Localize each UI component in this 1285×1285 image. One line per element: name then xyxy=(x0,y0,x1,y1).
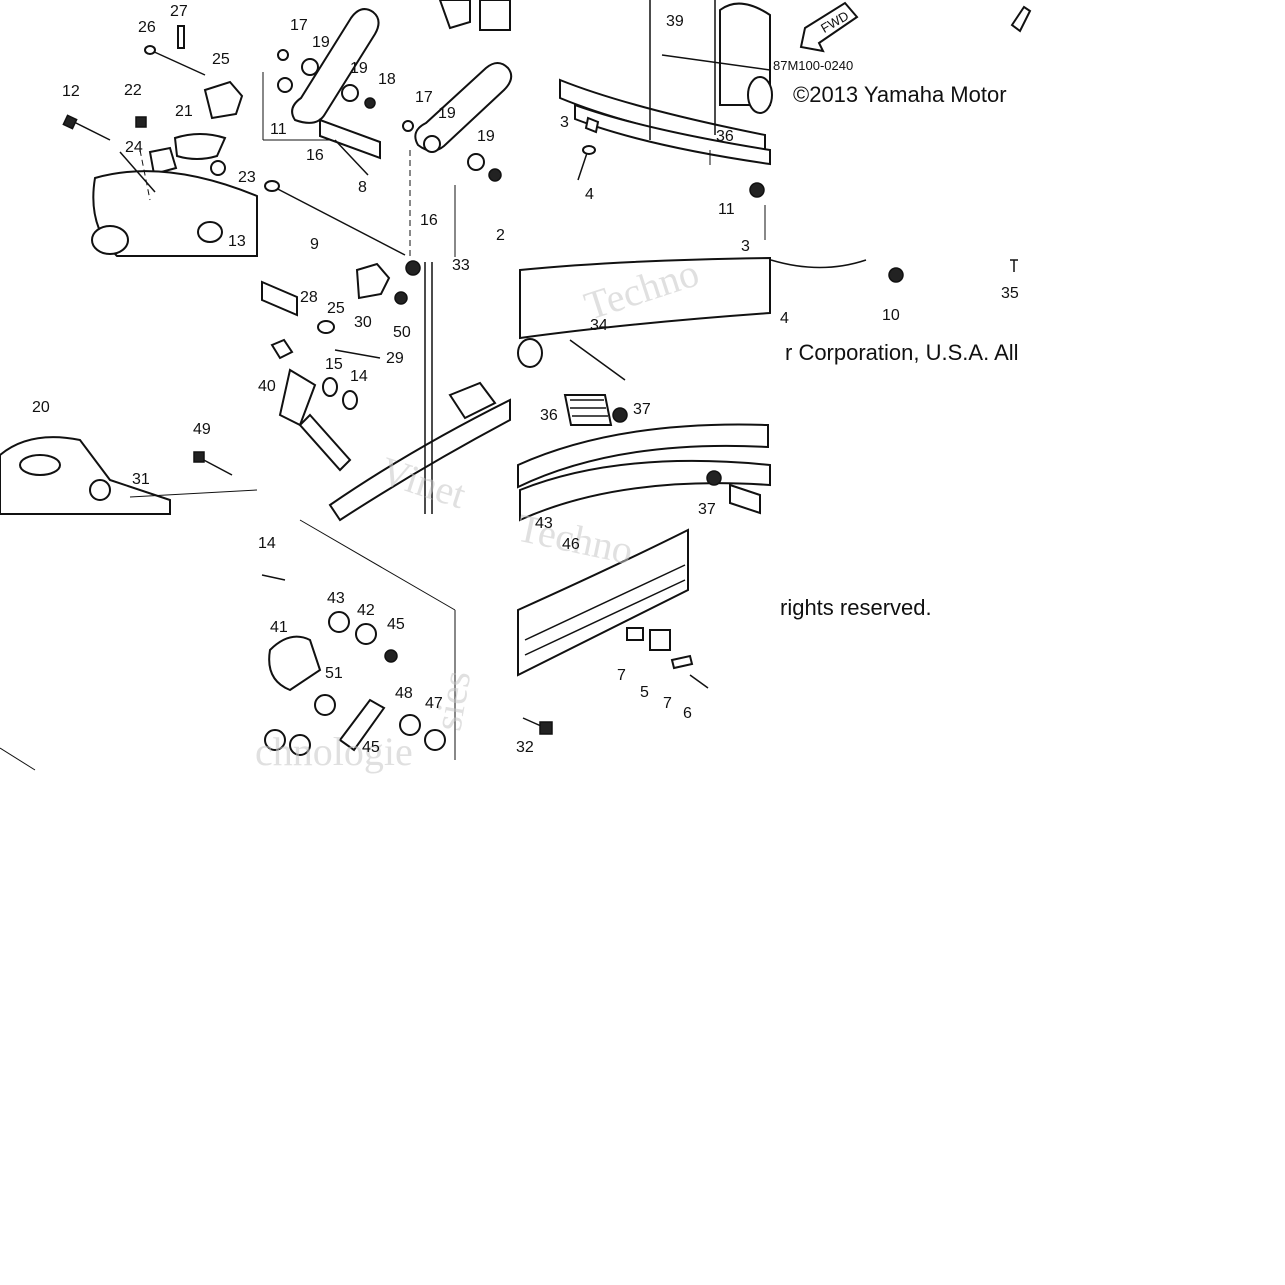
callout-7: 7 xyxy=(663,695,672,712)
tile-legend: FWD 87M100-0240 ©2013 Yamaha Motor xyxy=(773,1,1032,107)
callout-3: 3 xyxy=(741,238,750,255)
callout-9: 9 xyxy=(310,236,319,253)
callout-29: 29 xyxy=(386,350,404,367)
callout-43: 43 xyxy=(535,515,553,532)
callout-22: 22 xyxy=(124,82,142,99)
callout-12: 12 xyxy=(62,83,80,100)
callout-49: 49 xyxy=(193,421,211,438)
callout-14: 14 xyxy=(258,535,276,552)
callout-47: 47 xyxy=(425,695,443,712)
callout-34: 34 xyxy=(590,317,608,334)
callout-2: 2 xyxy=(496,227,505,244)
callout-23: 23 xyxy=(238,169,256,186)
watermark-5: sies xyxy=(425,667,480,734)
callout-19: 19 xyxy=(350,60,368,77)
callout-25: 25 xyxy=(327,300,345,317)
callout-17: 17 xyxy=(290,17,308,34)
callout-27: 27 xyxy=(170,3,188,20)
callout-19: 19 xyxy=(312,34,330,51)
part-callouts: 26 27 25 12 22 21 24 23 13 17 19 19 18 1… xyxy=(32,3,1019,756)
callout-20: 20 xyxy=(32,399,50,416)
callout-10: 10 xyxy=(882,307,900,324)
callout-13: 13 xyxy=(228,233,246,250)
copyright-line-1: ©2013 Yamaha Motor xyxy=(793,82,1007,107)
watermark-4: chnologie xyxy=(255,729,413,774)
tile-shock: Vinet xyxy=(261,260,511,522)
callout-3: 3 xyxy=(560,114,569,131)
watermark-2: Vinet xyxy=(375,448,471,518)
tile-front-arm xyxy=(62,25,258,257)
callout-5: 5 xyxy=(640,684,649,701)
callout-45: 45 xyxy=(362,739,380,756)
callout-19: 19 xyxy=(438,105,456,122)
callout-24: 24 xyxy=(125,139,143,156)
callout-21: 21 xyxy=(175,103,193,120)
tile-bushings: chnologie sies xyxy=(255,519,480,774)
callout-16: 16 xyxy=(420,212,438,229)
diagram-code: 87M100-0240 xyxy=(773,58,853,73)
callout-7: 7 xyxy=(617,667,626,684)
callout-42: 42 xyxy=(357,602,375,619)
callout-33: 33 xyxy=(452,257,470,274)
callout-36: 36 xyxy=(540,407,558,424)
callout-8: 8 xyxy=(358,179,367,196)
fwd-arrow-icon: FWD xyxy=(799,1,859,53)
callout-16: 16 xyxy=(306,147,324,164)
callout-17: 17 xyxy=(415,89,433,106)
tile-slide-rail: Techno xyxy=(513,505,709,735)
callout-37: 37 xyxy=(633,401,651,418)
callout-41: 41 xyxy=(270,619,288,636)
callout-25: 25 xyxy=(212,51,230,68)
callout-39: 39 xyxy=(666,13,684,30)
copyright-line-2: r Corporation, U.S.A. All xyxy=(785,340,1019,365)
callout-4: 4 xyxy=(585,186,594,203)
callout-18: 18 xyxy=(378,71,396,88)
callout-32: 32 xyxy=(516,739,534,756)
callout-46: 46 xyxy=(562,536,580,553)
callout-15: 15 xyxy=(325,356,343,373)
callout-48: 48 xyxy=(395,685,413,702)
callout-30: 30 xyxy=(354,314,372,331)
tile-swing-arms xyxy=(262,0,513,257)
copyright-line-3: rights reserved. xyxy=(780,595,932,620)
callout-26: 26 xyxy=(138,19,156,36)
callout-51: 51 xyxy=(325,665,343,682)
callout-14: 14 xyxy=(350,368,368,385)
callout-28: 28 xyxy=(300,289,318,306)
callout-31: 31 xyxy=(132,471,150,488)
tile-rail-spring: Techno xyxy=(517,250,771,522)
callout-4: 4 xyxy=(780,310,789,327)
callout-50: 50 xyxy=(393,324,411,341)
tile-stray xyxy=(0,747,36,771)
tile-copyright-end: rights reserved. xyxy=(780,595,932,620)
callout-36: 36 xyxy=(716,128,734,145)
callout-40: 40 xyxy=(258,378,276,395)
callout-11: 11 xyxy=(718,201,735,218)
callout-45: 45 xyxy=(387,616,405,633)
callout-35: 35 xyxy=(1001,285,1019,302)
callout-43: 43 xyxy=(327,590,345,607)
callout-19: 19 xyxy=(477,128,495,145)
callout-37: 37 xyxy=(698,501,716,518)
tile-rails-top xyxy=(559,0,773,240)
tile-rear-bracket xyxy=(0,436,258,515)
callout-6: 6 xyxy=(683,705,692,722)
tile-copyright-mid: r Corporation, U.S.A. All xyxy=(770,259,1019,365)
callout-11: 11 xyxy=(270,121,287,138)
